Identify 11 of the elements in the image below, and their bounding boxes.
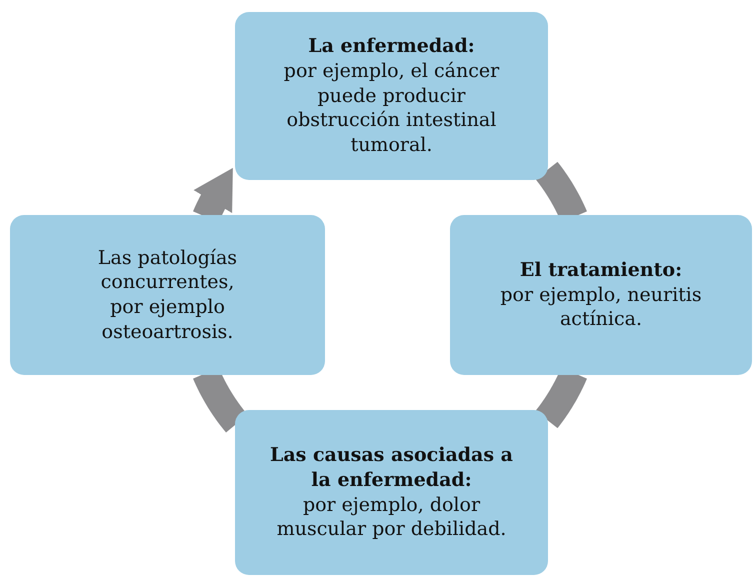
text-box [10, 215, 325, 375]
box-heading: La enfermedad: [308, 34, 475, 59]
box-text: por ejemplo, neuritis actínica. [499, 282, 703, 332]
text-box [235, 410, 548, 575]
box-text: por ejemplo, dolor muscular por debilidad. [276, 492, 508, 542]
box-text: Las patologías concurrentes, por ejemplo osteoartrosis. [96, 246, 238, 344]
text-box [450, 215, 752, 375]
box-heading: Las causas asociadas a la enfermedad: [269, 443, 514, 492]
box-heading: El tratamiento: [520, 258, 682, 283]
box-text: por ejemplo, el cáncer puede producir obstrucción intestinal tumoral. [282, 58, 500, 158]
text-box [235, 12, 548, 180]
